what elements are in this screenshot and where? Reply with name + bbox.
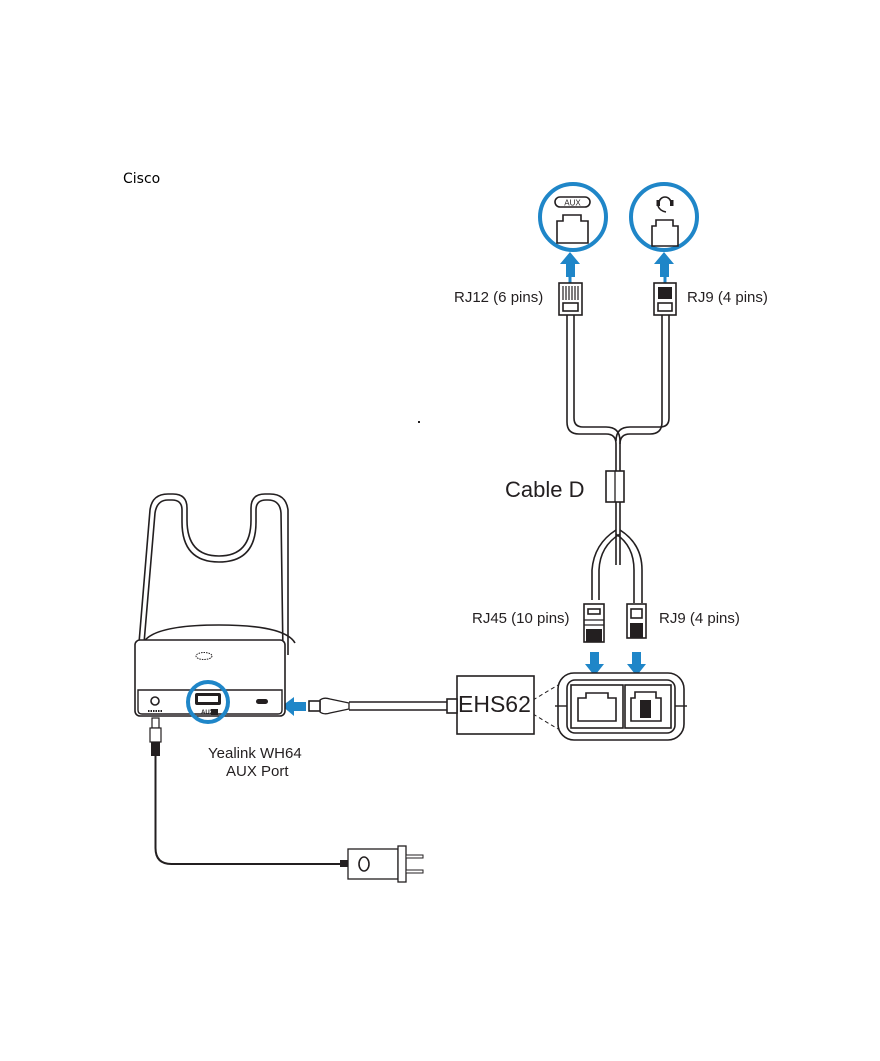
rj9-top-label: RJ9 (4 pins)	[687, 289, 768, 306]
ehs62-adapter	[446, 675, 535, 735]
cable-d-label: Cable D	[505, 477, 585, 502]
rj45-label: RJ45 (10 pins)	[472, 610, 570, 627]
usb-port-icon	[256, 699, 268, 704]
rj9-connector-bottom	[626, 603, 647, 639]
ehs62-port-closeup	[532, 672, 687, 741]
power-cable	[149, 717, 348, 867]
arrow-down-rj45	[585, 652, 604, 676]
aux-port-icon	[556, 214, 589, 244]
aux-badge: AUX	[564, 199, 581, 208]
aux-port-highlight	[186, 680, 230, 724]
headset-port-circle	[629, 182, 699, 252]
arrow-up-aux	[560, 252, 580, 277]
ehs62-cable	[308, 697, 447, 715]
rj45-connector	[583, 603, 605, 643]
headset-icon	[656, 196, 674, 213]
rj12-label: RJ12 (6 pins)	[454, 289, 544, 306]
base-port-label: AUX Port	[226, 763, 289, 780]
rj9-jack-icon	[630, 691, 662, 722]
rj45-jack-icon	[577, 692, 617, 722]
base-aux-badge: AUX	[201, 710, 214, 716]
speaker-grille-icon	[195, 652, 213, 660]
caption-label: Cisco	[123, 171, 161, 187]
base-model-label: Yealink WH64	[208, 745, 302, 762]
power-adapter-icon	[347, 845, 424, 883]
power-jack-icon	[150, 696, 160, 706]
stray-dot	[418, 421, 420, 423]
aux-port-circle: AUX	[538, 182, 608, 252]
cable-d-upper	[566, 315, 670, 565]
rj9-connector-top	[653, 270, 677, 316]
rj12-connector	[558, 270, 583, 316]
arrow-up-headset	[654, 252, 674, 277]
yealink-wh64-base: AUX	[134, 493, 296, 724]
ehs62-label: EHS62	[458, 691, 531, 717]
rj9-bottom-label: RJ9 (4 pins)	[659, 610, 740, 627]
arrow-down-rj9	[627, 652, 646, 676]
cable-d-lower	[591, 529, 643, 603]
arrow-left-base	[282, 697, 306, 716]
